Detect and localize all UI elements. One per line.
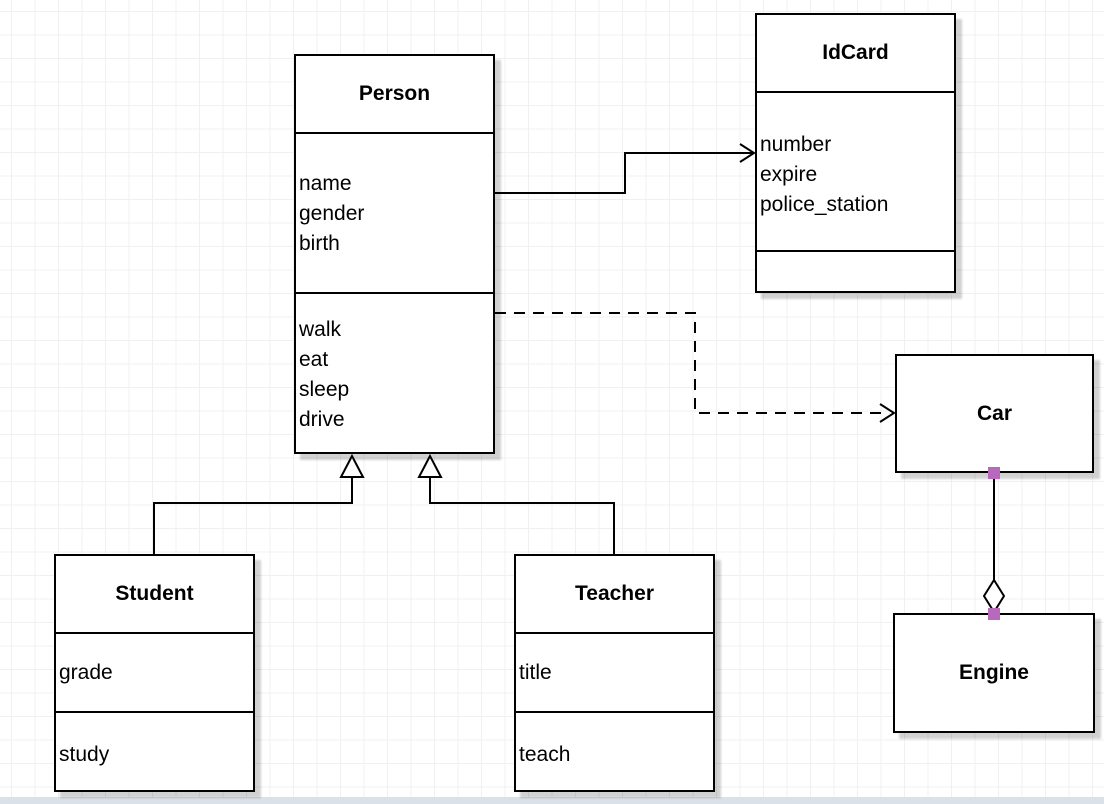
class-title-idcard: IdCard [757, 15, 954, 93]
hollow-triangle-icon [417, 453, 443, 478]
method: drive [299, 408, 345, 431]
class-title-engine: Engine [958, 661, 1029, 684]
class-title-teacher: Teacher [516, 556, 713, 634]
class-title-car: Car [976, 401, 1013, 425]
attribute: police_station [760, 193, 889, 216]
attributes-compartment-teacher: title [516, 634, 713, 713]
method: walk [299, 318, 342, 341]
edge-person-idcard-association[interactable] [495, 143, 756, 194]
method: teach [519, 743, 571, 766]
class-box-idcard[interactable]: IdCard number expire police_station [755, 13, 956, 293]
class-title-student: Student [56, 556, 253, 634]
class-box-engine[interactable]: Engine [893, 613, 1095, 733]
open-arrowhead-icon [739, 143, 756, 163]
attribute: name [299, 172, 352, 195]
attribute: expire [760, 163, 818, 186]
attribute: gender [299, 202, 365, 225]
attribute: grade [59, 661, 113, 684]
hollow-triangle-icon [339, 453, 365, 478]
method: eat [299, 348, 329, 371]
class-box-teacher[interactable]: Teacher title teach [514, 554, 715, 792]
methods-compartment-teacher: teach [516, 713, 713, 790]
method: study [59, 743, 110, 766]
hollow-diamond-icon [982, 578, 1006, 614]
methods-compartment-student: study [56, 713, 253, 790]
methods-compartment-person: walk eat sleep drive [296, 294, 493, 452]
class-box-student[interactable]: Student grade study [54, 554, 255, 792]
edge-car-engine-aggregation[interactable] [982, 467, 1006, 620]
attributes-compartment-person: name gender birth [296, 134, 493, 294]
attribute: title [519, 661, 552, 684]
method: sleep [299, 378, 350, 401]
attributes-compartment-student: grade [56, 634, 253, 713]
edge-student-person-generalization[interactable] [153, 453, 365, 554]
open-arrowhead-icon [879, 403, 896, 423]
class-box-person[interactable]: Person name gender birth walk eat sleep … [294, 54, 495, 454]
attributes-compartment-idcard: number expire police_station [757, 93, 954, 252]
edge-teacher-person-generalization[interactable] [417, 453, 615, 554]
attribute: number [760, 133, 832, 156]
class-box-car[interactable]: Car [895, 354, 1094, 473]
attribute: birth [299, 232, 340, 255]
edge-person-car-dependency[interactable] [495, 312, 896, 423]
class-title-person: Person [296, 56, 493, 134]
canvas-bottom-edge [0, 797, 1104, 804]
methods-compartment-idcard [757, 252, 954, 291]
